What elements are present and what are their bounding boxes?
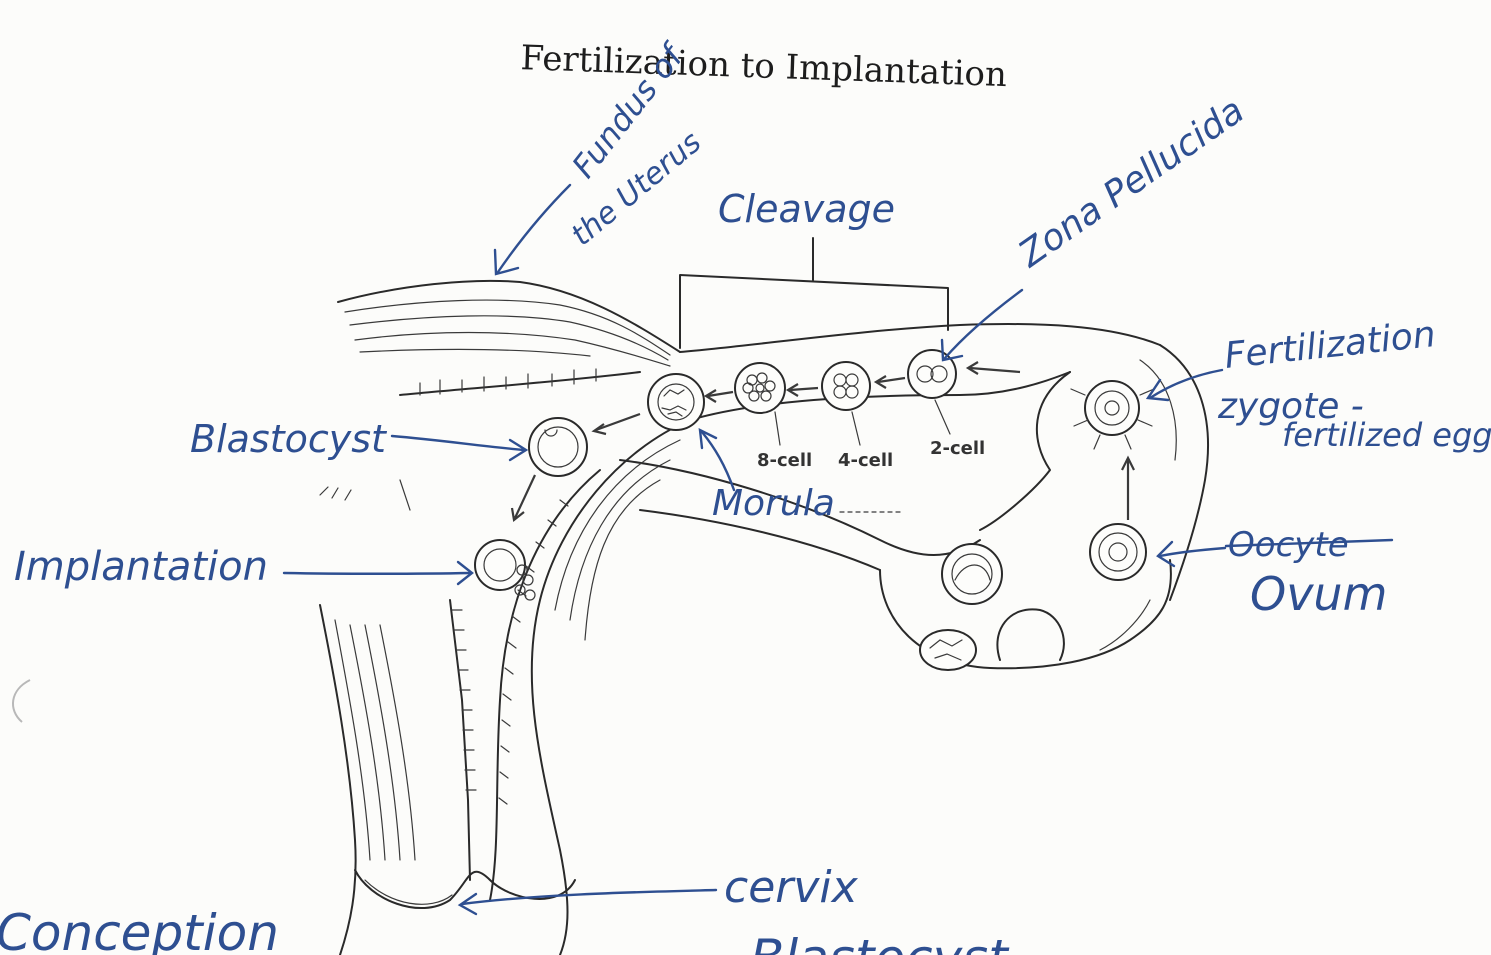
annotation-cervix: cervix	[724, 862, 859, 913]
annotation-ovum: Ovum	[1250, 567, 1387, 621]
diagram-title: Fertilization to Implantation	[520, 38, 1008, 95]
annotation-implantation: Implantation	[14, 544, 268, 590]
label-8-cell: 8-cell	[757, 450, 812, 471]
label-2-cell: 2-cell	[930, 438, 985, 459]
annotation-blastocyst-bottom: Blastocyst	[750, 929, 1010, 955]
annotation-blastocyst: Blastocyst	[190, 417, 388, 461]
cleavage-bracket	[680, 238, 948, 348]
annotation-conception: Conception	[0, 904, 279, 955]
stage-labels: 8-cell 4-cell 2-cell	[757, 400, 985, 471]
handwritten-annotations: Fundus of the Uterus Cleavage Zona Pellu…	[0, 35, 1491, 955]
annotation-fertilized-egg: fertilized egg	[1282, 416, 1491, 454]
annotation-morula: Morula	[712, 483, 835, 524]
annotation-fertilization: Fertilization	[1223, 314, 1438, 377]
label-4-cell: 4-cell	[838, 450, 893, 471]
annotation-zona: Zona Pellucida	[1011, 90, 1252, 276]
annotation-cleavage: Cleavage	[718, 187, 895, 231]
paper-mark	[13, 680, 30, 722]
